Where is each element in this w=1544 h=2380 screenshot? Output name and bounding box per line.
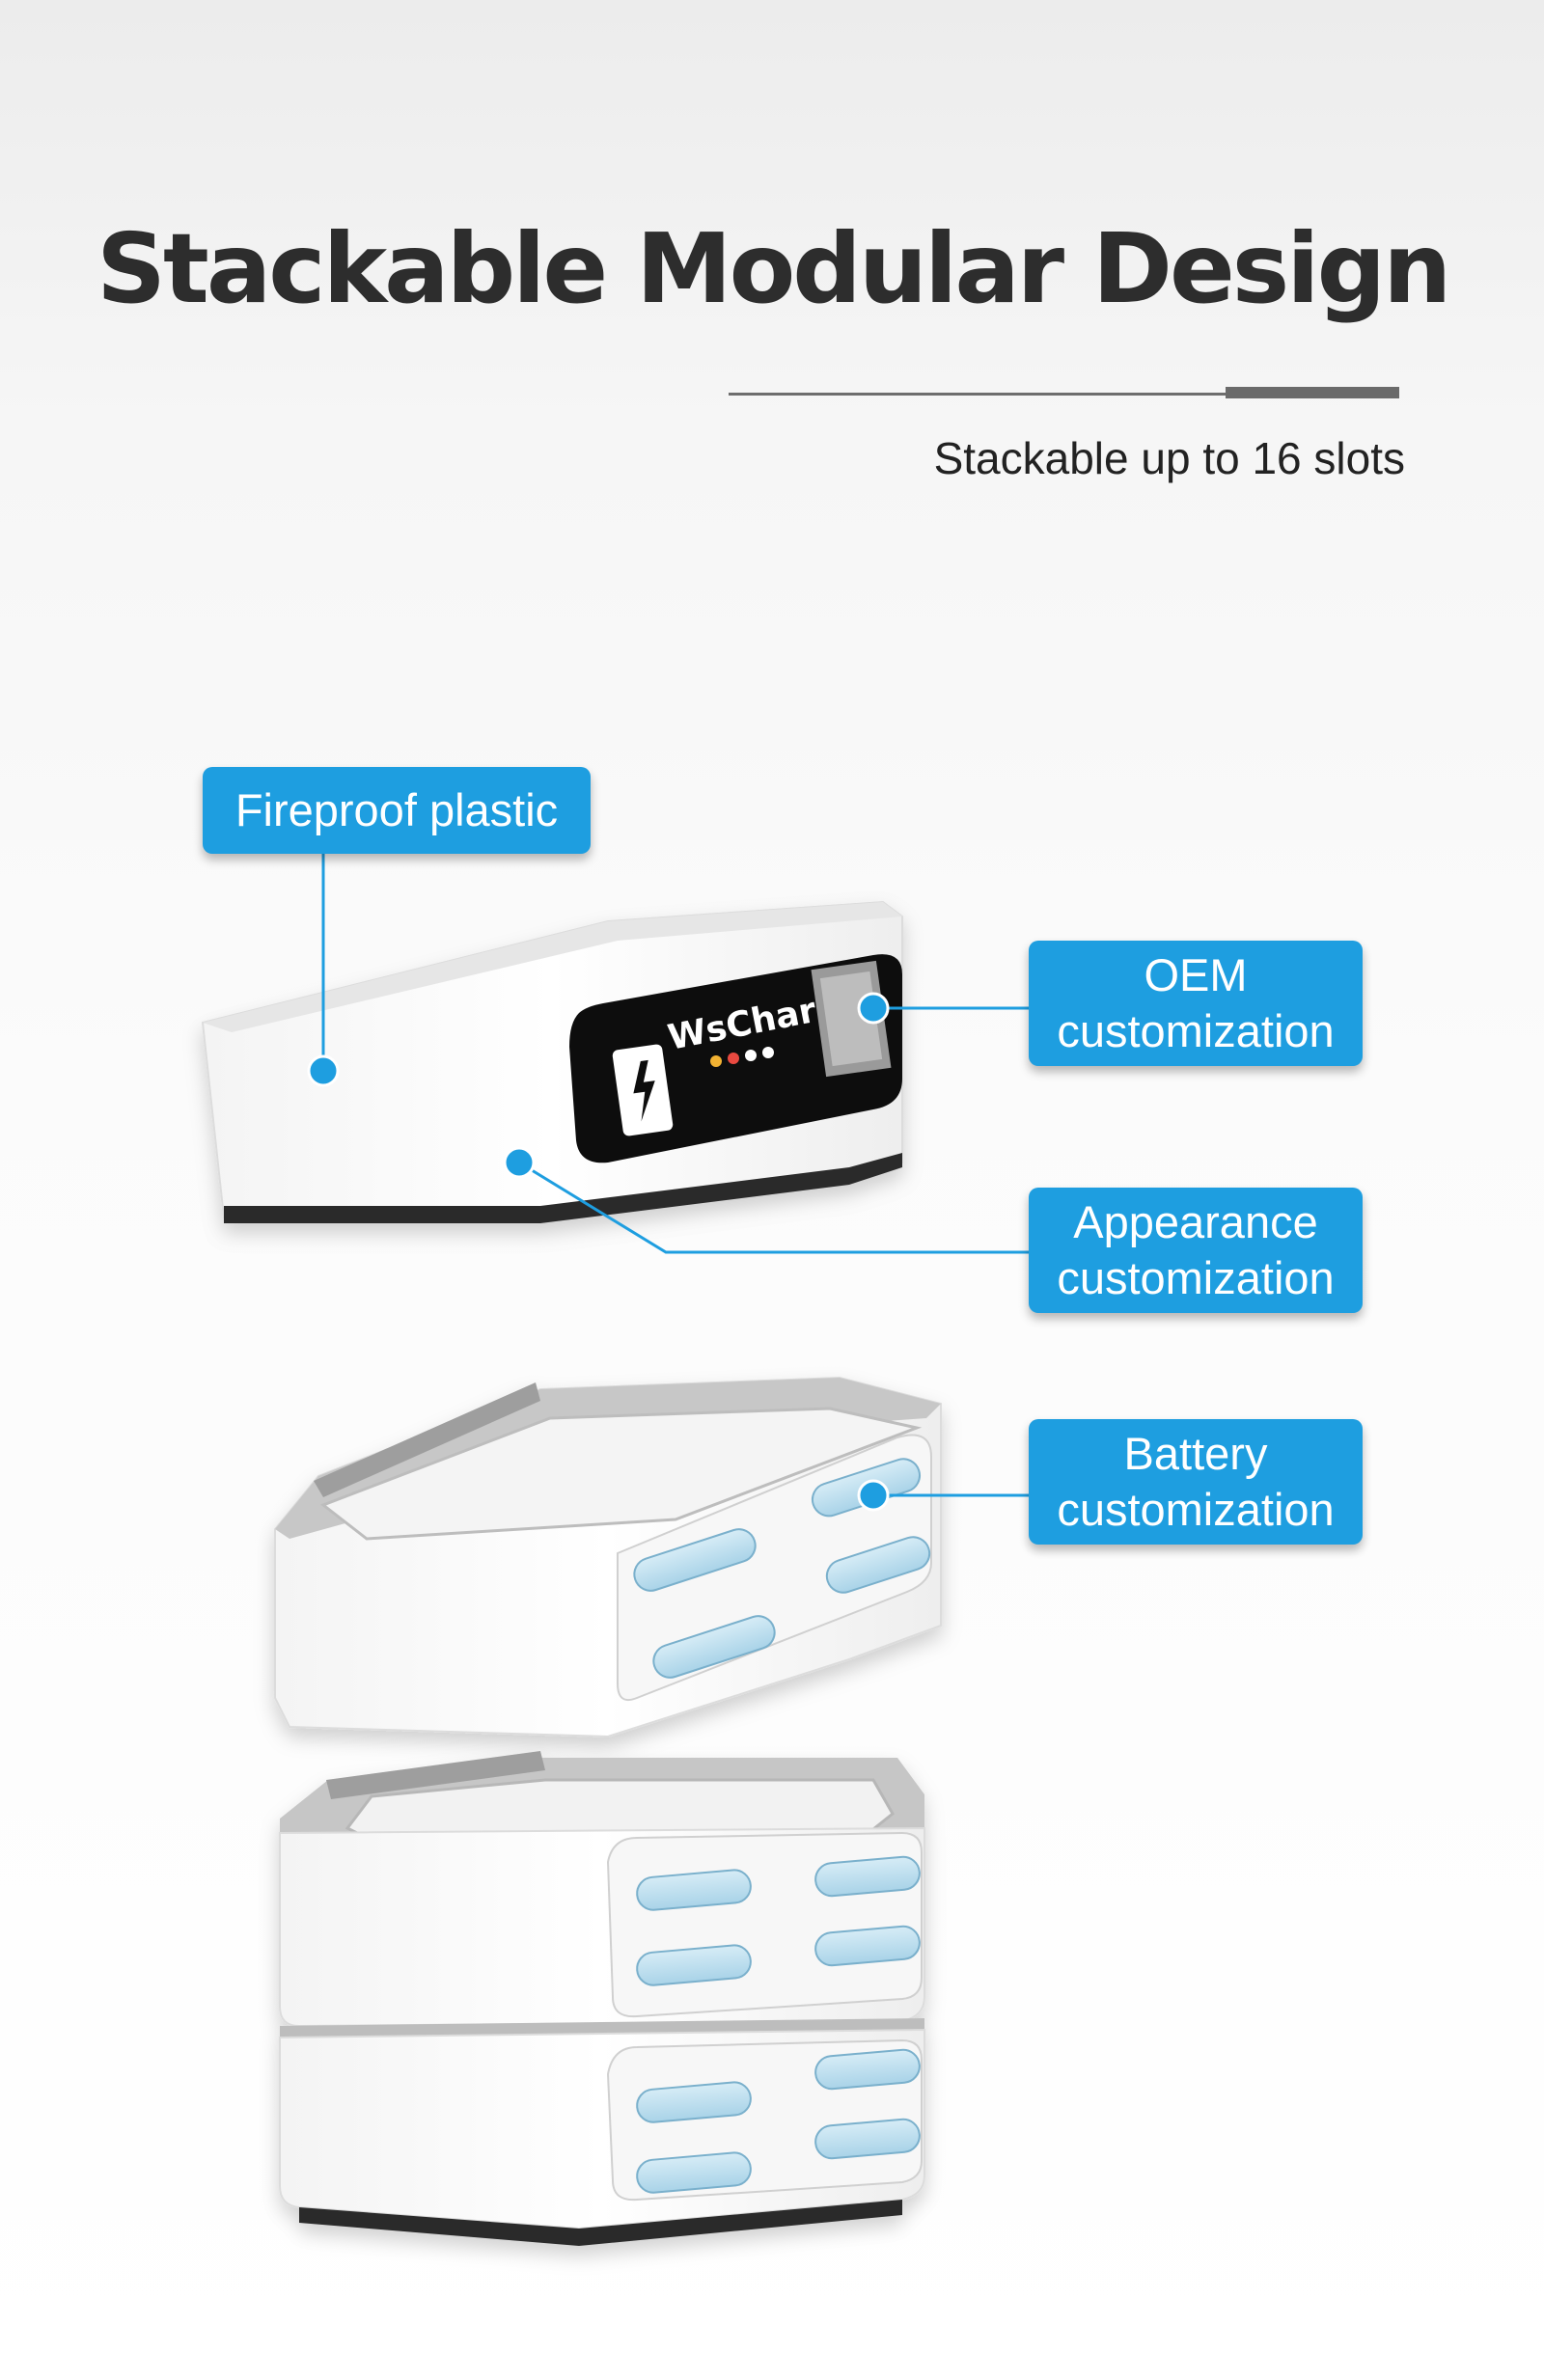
callout-fireproof-plastic: Fireproof plastic [203,767,591,854]
callout-label-line2: customization [1057,1484,1335,1535]
page-subtitle: Stackable up to 16 slots [933,433,1405,483]
callout-label-line1: Appearance [1073,1196,1318,1247]
callout-appearance-customization: Appearance customization [1029,1188,1363,1313]
divider-accent [1226,387,1399,398]
callout-label-line2: customization [1057,1252,1335,1303]
callout-label-line1: Battery [1123,1428,1268,1479]
callout-label-line1: OEM [1144,949,1248,1000]
callout-dots [307,992,890,1512]
callout-battery-customization: Battery customization [1029,1419,1363,1545]
divider-line [729,393,1394,396]
middle-module [274,1376,942,1738]
callout-label: Fireproof plastic [234,784,559,835]
callout-oem-customization: OEM customization [1029,941,1363,1066]
callout-label-line2: customization [1057,1005,1335,1056]
page-title: Stackable Modular Design [96,212,1451,325]
callout-leaders [321,854,1029,1497]
bottom-stack [279,1751,925,2246]
top-module: WsCharge [201,900,903,1223]
